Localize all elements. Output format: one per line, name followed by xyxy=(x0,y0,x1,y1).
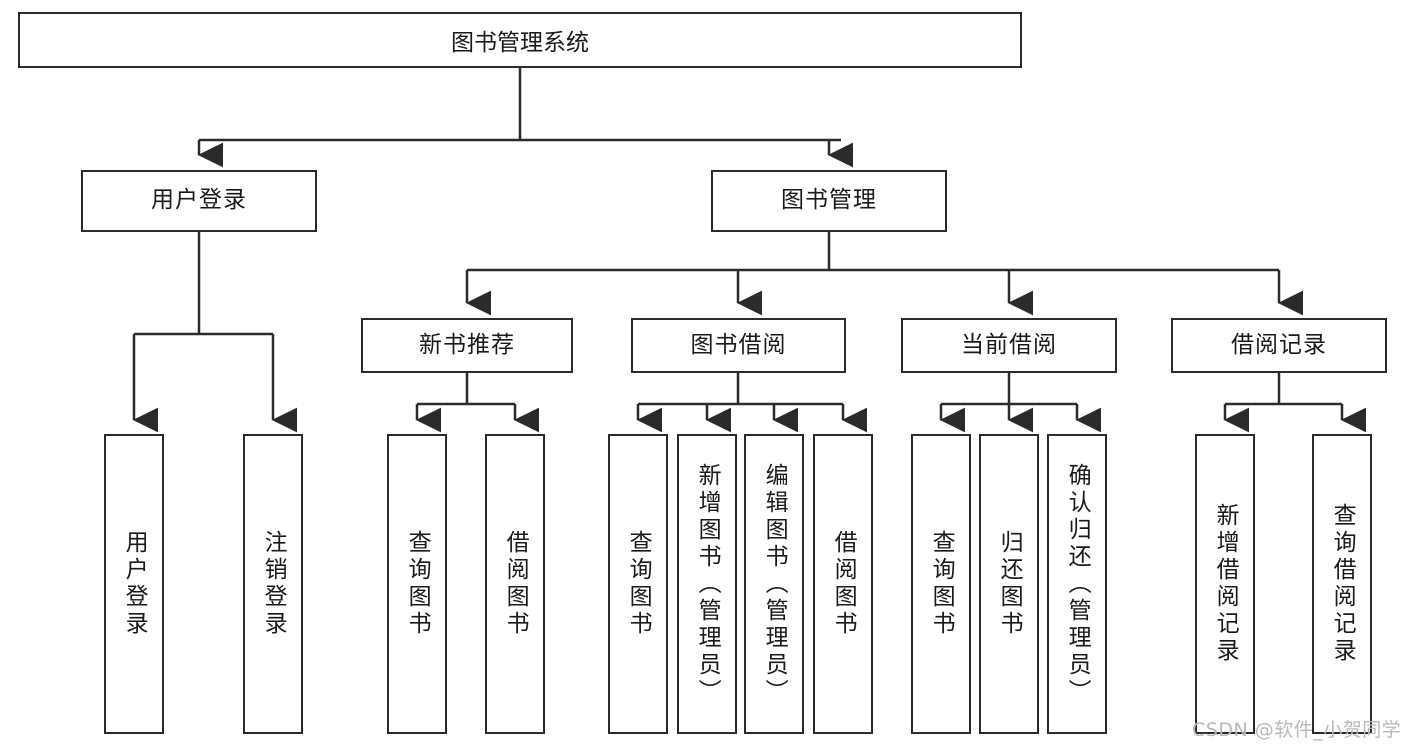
node-label: 查询借阅记录 xyxy=(1329,503,1356,665)
node-label: 查询图书 xyxy=(625,530,652,638)
node-label: 新增图书（管理员） xyxy=(694,462,721,706)
leaf-recommend-query-book[interactable]: 查询图书 xyxy=(387,434,447,734)
leaf-borrow-borrow-book[interactable]: 借阅图书 xyxy=(813,434,873,734)
leaf-recommend-borrow-book[interactable]: 借阅图书 xyxy=(485,434,545,734)
node-label: 借阅记录 xyxy=(1231,331,1327,358)
node-label: 注销登录 xyxy=(260,530,287,638)
leaf-borrow-edit-book-admin[interactable]: 编辑图书（管理员） xyxy=(744,434,804,734)
node-book-management[interactable]: 图书管理 xyxy=(711,170,947,232)
leaf-user-login-login[interactable]: 用户登录 xyxy=(104,434,164,734)
watermark: CSDN @软件_小贺同学 xyxy=(1192,715,1401,742)
node-label: 当前借阅 xyxy=(961,331,1057,358)
leaf-current-return-book[interactable]: 归还图书 xyxy=(979,434,1039,734)
node-label: 新书推荐 xyxy=(419,331,515,358)
node-label: 图书管理 xyxy=(781,187,877,214)
leaf-borrow-add-book-admin[interactable]: 新增图书（管理员） xyxy=(677,434,737,734)
node-label: 借阅图书 xyxy=(830,530,857,638)
node-borrow-record[interactable]: 借阅记录 xyxy=(1171,318,1387,373)
node-label: 查询图书 xyxy=(404,530,431,638)
watermark-text: CSDN @软件_小贺同学 xyxy=(1192,719,1402,741)
node-label: 新增借阅记录 xyxy=(1212,503,1239,665)
leaf-user-login-logout[interactable]: 注销登录 xyxy=(243,434,303,734)
leaf-borrow-query-book[interactable]: 查询图书 xyxy=(608,434,668,734)
node-label: 编辑图书（管理员） xyxy=(761,462,788,706)
node-book-borrow[interactable]: 图书借阅 xyxy=(631,318,846,373)
node-label: 归还图书 xyxy=(996,530,1023,638)
node-label: 用户登录 xyxy=(151,187,247,214)
node-label: 查询图书 xyxy=(928,530,955,638)
node-new-book-recommend[interactable]: 新书推荐 xyxy=(361,318,573,373)
node-root-system[interactable]: 图书管理系统 xyxy=(18,12,1022,68)
node-label: 用户登录 xyxy=(121,530,148,638)
node-current-borrow[interactable]: 当前借阅 xyxy=(901,318,1117,373)
node-label: 图书管理系统 xyxy=(451,30,589,56)
leaf-current-confirm-return-admin[interactable]: 确认归还（管理员） xyxy=(1047,434,1107,734)
node-label: 确认归还（管理员） xyxy=(1064,462,1091,706)
node-label: 借阅图书 xyxy=(502,530,529,638)
leaf-record-add-record[interactable]: 新增借阅记录 xyxy=(1195,434,1255,734)
leaf-current-query-book[interactable]: 查询图书 xyxy=(911,434,971,734)
node-label: 图书借阅 xyxy=(690,331,787,358)
node-user-login[interactable]: 用户登录 xyxy=(81,170,317,232)
leaf-record-query-record[interactable]: 查询借阅记录 xyxy=(1312,434,1372,734)
